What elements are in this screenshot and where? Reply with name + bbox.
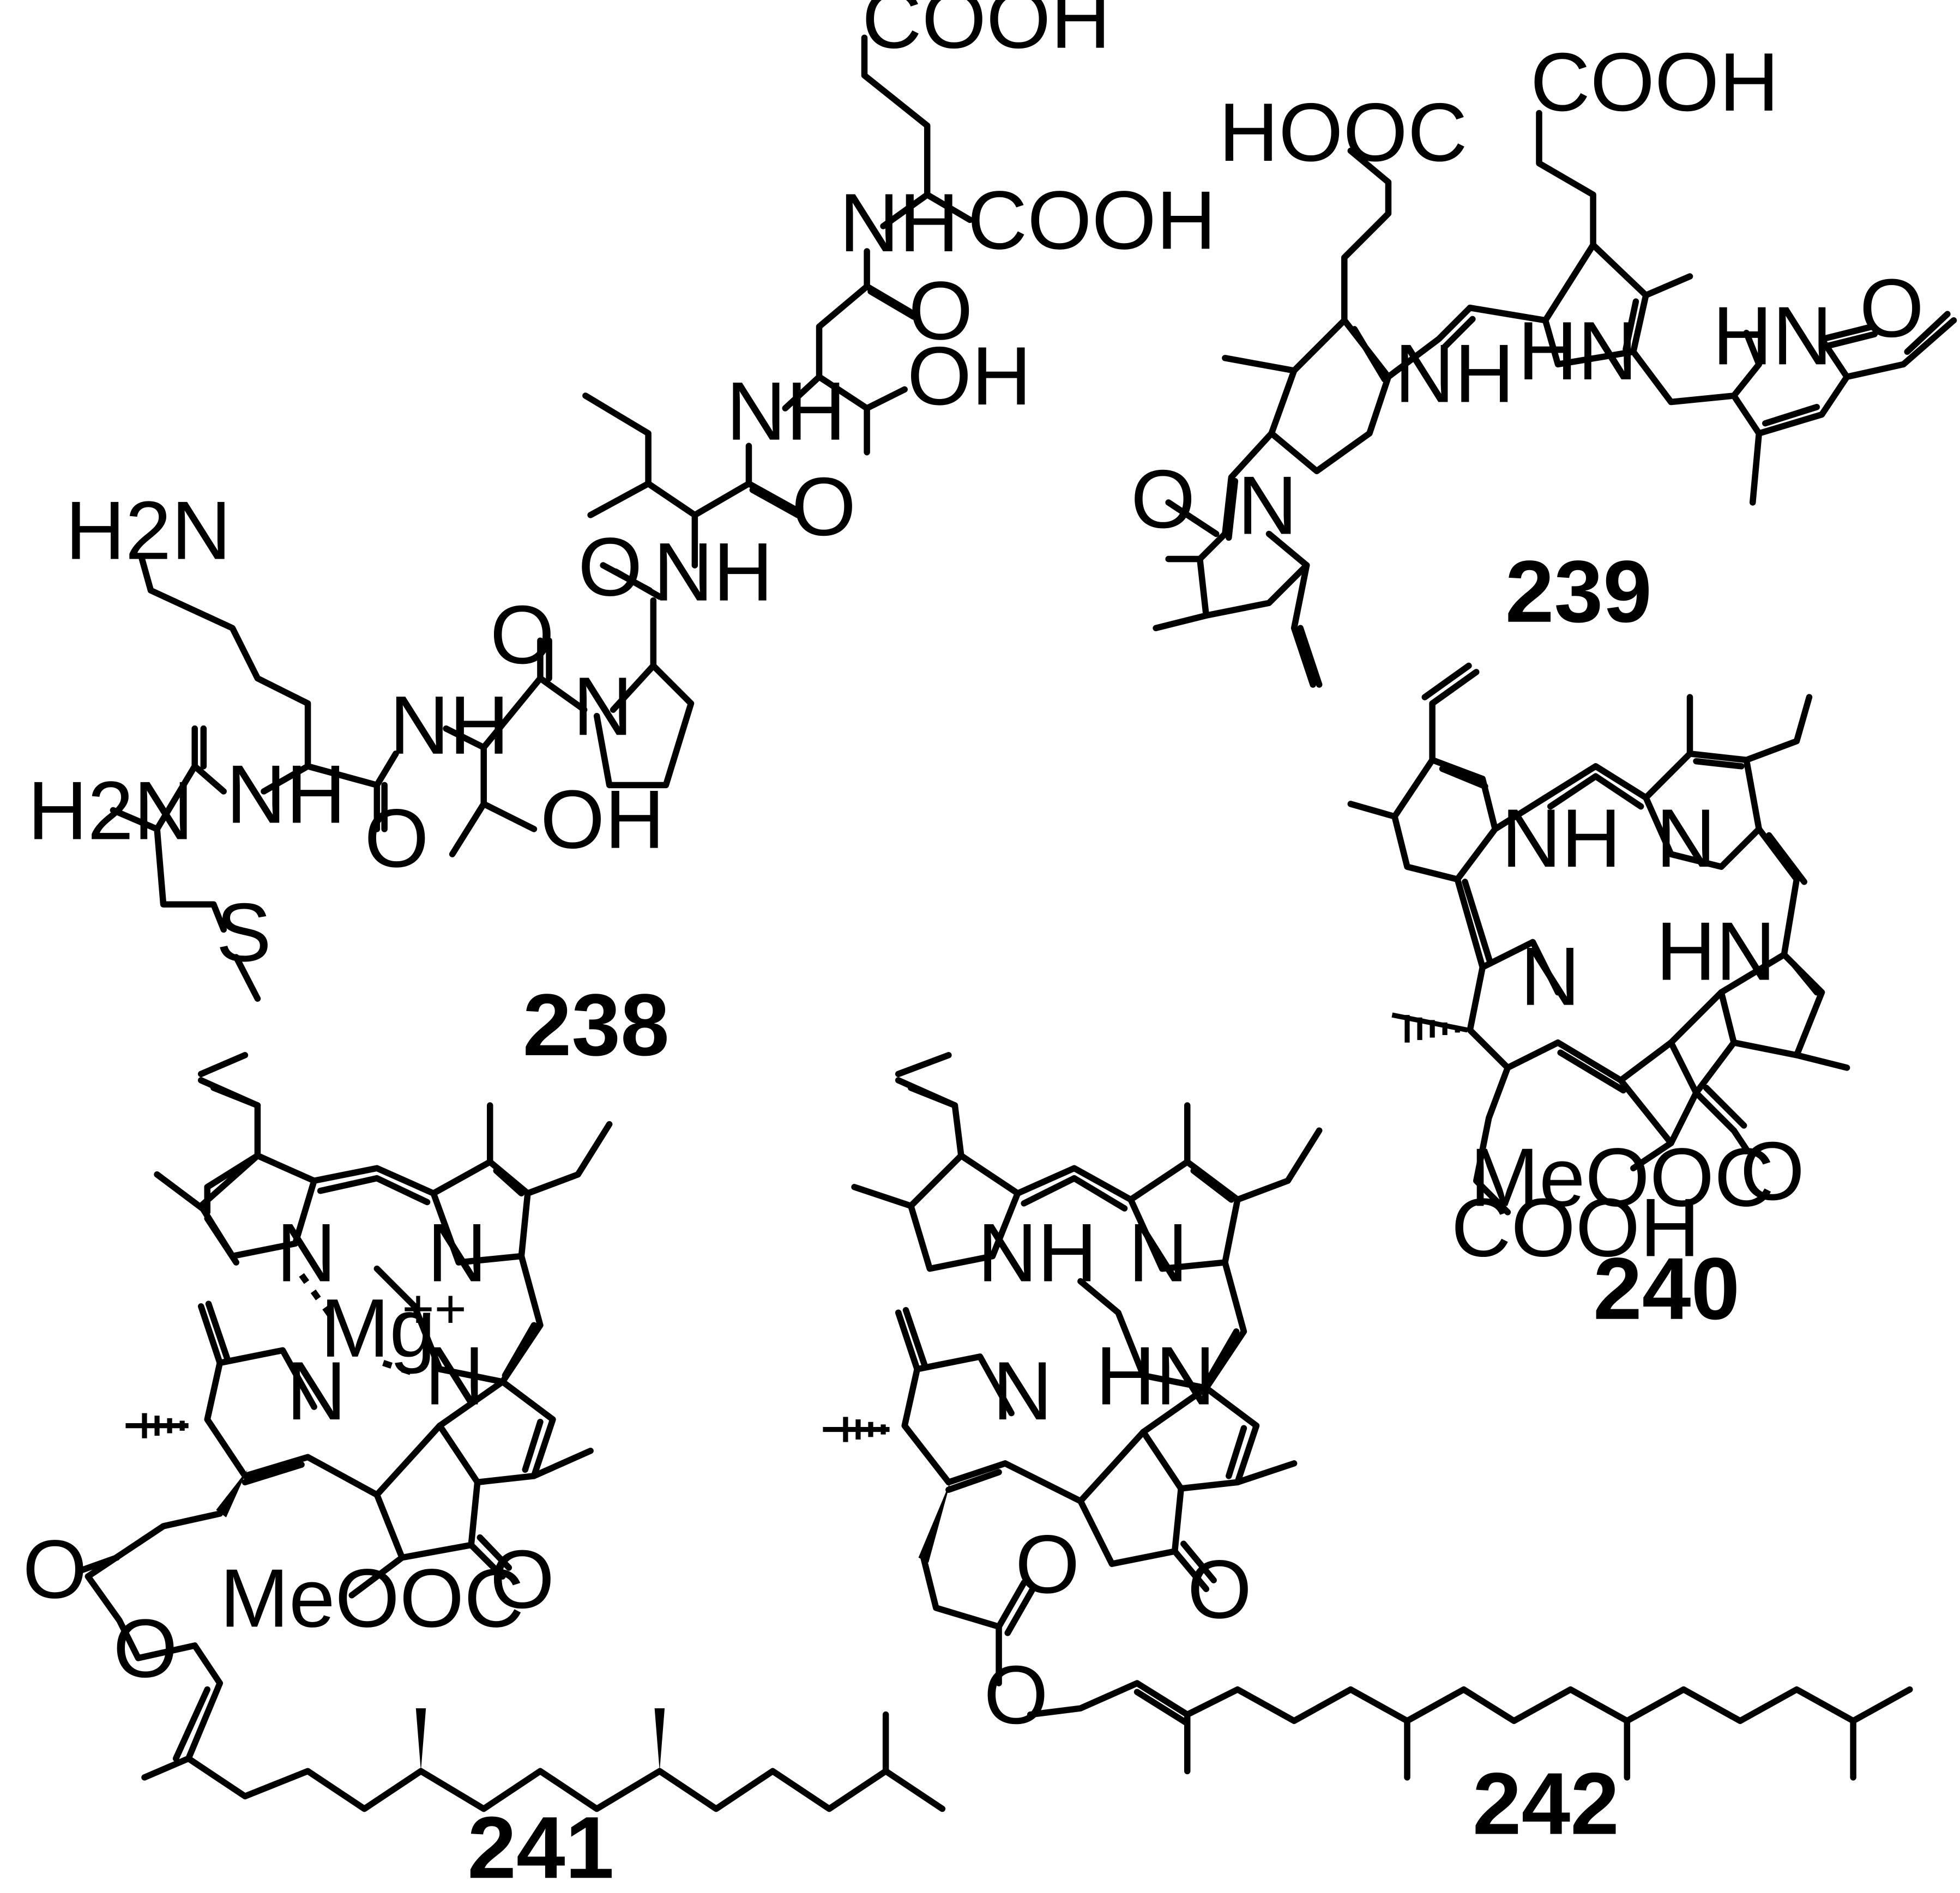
atom-label: H2N [28,764,194,857]
atom-label: H2N [65,485,231,577]
atom-label: N [1656,792,1716,885]
atom-label: O [1015,1518,1079,1611]
atom-label: NH [1395,328,1515,420]
atom-label: NH [1501,792,1621,885]
atom-label: O [113,1602,177,1695]
compound-number: 238 [523,976,670,1074]
atom-label: NH [389,679,509,772]
compound-238-atoms: COOH NH COOH O OH NH O NH O N H2N O NH H… [28,0,1216,979]
atom-label: O [1860,262,1924,355]
hashed-stereo-bond [125,1413,189,1438]
atom-label: NH [726,365,846,458]
wedge-stereo-bond [654,1708,665,1771]
atom-label: NH [653,526,773,619]
compound-number: 242 [1473,1755,1619,1853]
compound-241-bonds [79,1052,946,1812]
atom-label: O [1131,453,1195,546]
compound-241-atoms: N N Mg ++ N N O O MeOOC O [22,1207,554,1695]
atom-label: N [425,1329,485,1422]
atom-label: O [908,264,973,357]
atom-label: HOOC [1219,86,1467,179]
compound-242: NH N N HN O O O 242 [823,1052,1913,1853]
compound-number: 240 [1593,1240,1740,1338]
atom-label: N [1520,930,1580,1023]
wedge-stereo-bond [216,1469,248,1517]
dative-bond [382,1359,422,1378]
atom-label: Mg [321,1282,436,1375]
compound-241: N N Mg ++ N N O O MeOOC O 241 [22,1052,946,1893]
hashed-stereo-bond [823,1417,890,1442]
atom-label: OH [907,330,1032,422]
atom-label: COOH [1451,1182,1700,1274]
charge-label: ++ [402,1278,466,1340]
atom-label: O [22,1523,87,1616]
compound-239-atoms: COOH HOOC HN O NH HN O N [1131,36,1924,552]
atom-label: O [490,1533,554,1626]
atom-label: N [993,1345,1053,1437]
atom-label: N [276,1207,336,1299]
atom-label: NH [839,177,959,269]
atom-label: HN [1712,289,1832,382]
atom-label: N [573,660,633,753]
compound-239: COOH HOOC HN O NH HN O N 239 [1131,36,1957,688]
atom-label: S [216,886,271,979]
compound-240: NH N N HN MeOOC O COOH 240 [1347,662,1850,1338]
atom-label: MeOOC [220,1552,524,1644]
wedge-stereo-bond [918,1479,951,1563]
atom-label: OH [540,773,665,866]
atom-label: O [364,792,429,885]
atom-label: O [792,461,856,553]
compound-240-atoms: NH N N HN MeOOC O COOH [1451,792,1805,1274]
atom-label: N [1238,459,1298,552]
atom-label: N [1128,1207,1188,1299]
compound-240-bonds [1347,662,1850,1215]
hashed-stereo-bond [1391,1012,1468,1043]
atom-label: O [984,1649,1048,1741]
atom-label: O [578,521,642,613]
compound-242-atoms: NH N N HN O O O [978,1207,1252,1741]
compound-242-bonds [851,1052,1913,1781]
atom-label: COOH [862,0,1111,66]
atom-label: NH [226,748,346,841]
atom-label: HN [1518,305,1638,397]
atom-label: O [1187,1543,1252,1636]
atom-label: N [286,1345,346,1437]
compound-number: 241 [467,1799,614,1893]
atom-label: HN [1096,1329,1216,1422]
compound-238: COOH NH COOH O OH NH O NH O N H2N O NH H… [28,0,1216,1074]
atom-label: NH [978,1207,1097,1299]
atom-label: HN [1656,905,1776,998]
compound-238-bonds [110,34,973,1002]
atom-label: COOH [967,174,1216,267]
atom-label: O [490,589,554,681]
atom-label: MeOOC [1470,1131,1774,1224]
atom-label: COOH [1530,36,1779,129]
compound-239-bonds [1153,110,1957,688]
atom-label: O [1740,1125,1805,1218]
wedge-stereo-bond [415,1708,426,1771]
compound-number: 239 [1505,543,1652,641]
atom-label: N [427,1207,487,1299]
dative-bond [299,1273,336,1321]
